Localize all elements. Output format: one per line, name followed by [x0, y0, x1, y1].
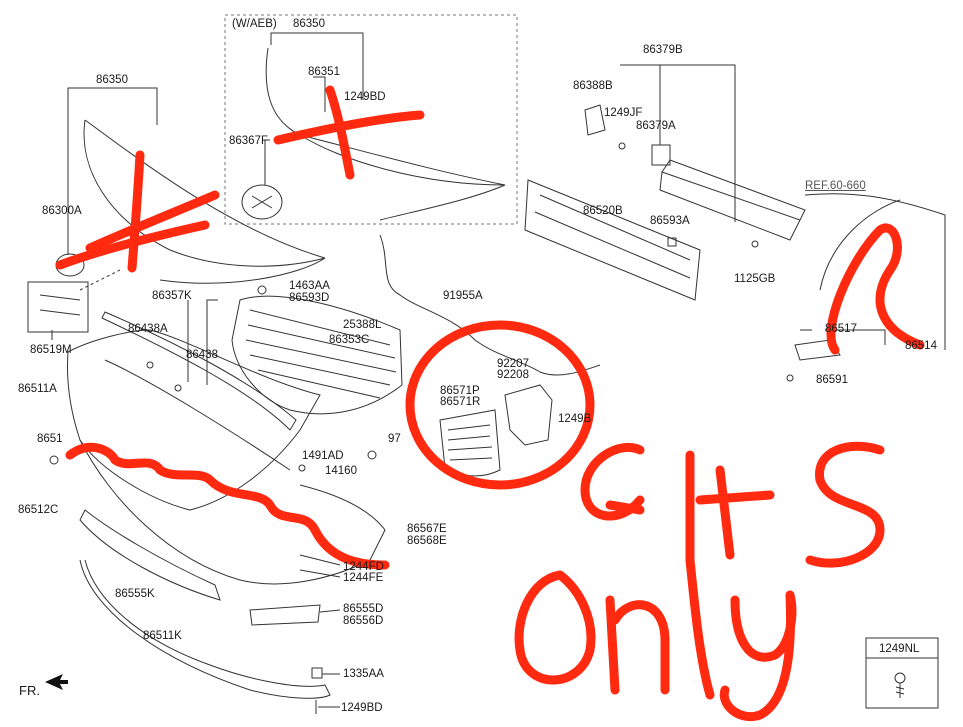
screw-icon [894, 672, 906, 698]
energy-absorber [524, 179, 701, 301]
fog-lamp-bracket [504, 384, 553, 446]
radiator-grille [231, 295, 403, 415]
label-8651x: 8651 [37, 433, 63, 445]
label-86520b: 86520B [583, 205, 623, 217]
label-ref-60-660: REF.60-660 [805, 180, 866, 192]
label-86511k: 86511K [143, 630, 182, 642]
sensor-bracket [584, 104, 606, 136]
label-25388l: 25388L [343, 319, 382, 331]
sensor-unit [651, 144, 671, 166]
label-1244fe: 1244FE [343, 572, 384, 584]
label-86555k: 86555K [115, 588, 155, 600]
label-86568e: 86568E [407, 535, 447, 547]
label-86379b: 86379B [643, 44, 683, 56]
cross-out-left-1 [85, 190, 220, 253]
label-86300a: 86300A [42, 205, 82, 217]
number-two-mark [826, 223, 925, 355]
skid-cover [249, 604, 321, 626]
lits-L [580, 442, 645, 521]
only-o [514, 570, 596, 685]
label-86350-aeb: 86350 [293, 18, 325, 30]
upper-cover-aeb [265, 47, 506, 221]
label-86388b: 86388B [573, 80, 613, 92]
label-86517: 86517 [825, 323, 857, 335]
label-86353c: 86353C [329, 334, 370, 346]
only-y [719, 590, 797, 722]
fender-bracket [794, 339, 841, 361]
front-arrow-icon [45, 674, 68, 690]
label-86567e: 86567E [407, 523, 447, 535]
fender [804, 193, 946, 350]
label-14160: 14160 [325, 465, 357, 477]
label-1249jf: 1249JF [604, 107, 643, 119]
label-92207: 92207 [497, 358, 529, 370]
label-1249bd-top: 1249BD [344, 91, 386, 103]
label-86593a-right: 86593A [650, 215, 690, 227]
label-1463aa: 1463AA [289, 280, 330, 292]
label-97: 97 [388, 433, 401, 445]
label-w-aeb: (W/AEB) [232, 18, 277, 30]
hyundai-emblem-icon [241, 184, 283, 220]
label-86357k: 86357K [152, 290, 192, 302]
label-86350: 86350 [96, 74, 128, 86]
label-1249bd-bottom: 1249BD [341, 702, 383, 714]
bumper-beam [659, 171, 801, 241]
red-annotations [55, 85, 925, 722]
label-86512c: 86512C [18, 504, 59, 516]
label-1249b: 1249B [558, 413, 592, 425]
label-86519m: 86519M [30, 344, 72, 356]
label-86351: 86351 [308, 66, 340, 78]
label-86438: 86438 [186, 349, 218, 361]
label-86511a: 86511A [18, 383, 57, 395]
cross-out-aeb-1 [273, 110, 425, 145]
label-front: FR. [19, 683, 40, 698]
label-86555d: 86555D [343, 603, 384, 615]
label-1335aa: 1335AA [343, 668, 384, 680]
fog-lamp-circle [405, 320, 595, 490]
only-l [685, 555, 715, 700]
bumper-fascia [67, 329, 321, 511]
label-1244fd: 1244FD [343, 561, 384, 573]
upper-cover [83, 119, 326, 284]
only-n [605, 595, 670, 695]
label-86571p: 86571P [440, 385, 480, 397]
license-bracket [27, 281, 89, 333]
lits-S [805, 441, 885, 568]
label-86571r: 86571R [440, 396, 481, 408]
label-92208: 92208 [497, 369, 529, 381]
label-86591: 86591 [816, 374, 848, 386]
lower-lip [79, 559, 331, 699]
label-86379a: 86379A [636, 120, 676, 132]
aeb-option-box [224, 14, 518, 225]
part-1249NL-box [865, 637, 939, 709]
label-86593d: 86593D [289, 292, 330, 304]
label-86514: 86514 [905, 340, 937, 352]
sensor-wiring [379, 234, 601, 376]
garnish-strip [101, 311, 297, 431]
label-86556d: 86556D [343, 615, 384, 627]
lower-grille [79, 509, 221, 601]
label-1491ad: 1491AD [302, 450, 344, 462]
label-86367f: 86367F [229, 135, 269, 147]
label-1125gb: 1125GB [734, 273, 776, 285]
label-86438a: 86438A [128, 323, 168, 335]
squiggle-underline [65, 442, 390, 570]
label-91955a: 91955A [443, 290, 483, 302]
label-1249nl: 1249NL [879, 643, 920, 655]
